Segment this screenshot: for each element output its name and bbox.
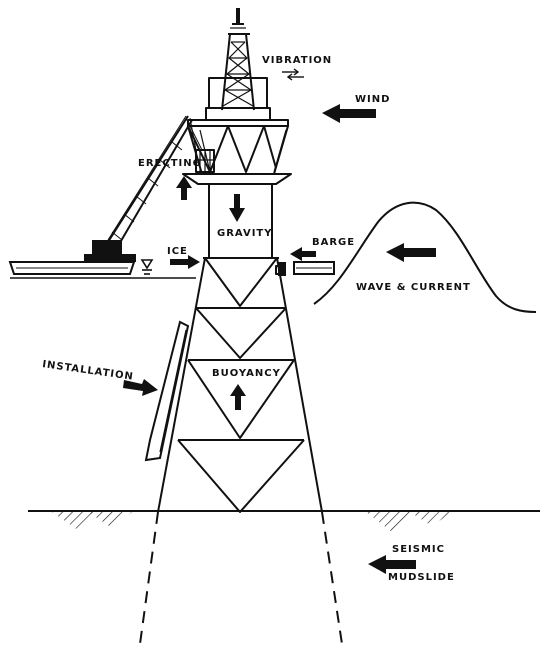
crane-barge-icon <box>8 115 203 275</box>
ice-arrow <box>170 255 200 269</box>
label-vibration: VIBRATION <box>262 55 332 66</box>
erecting-arrow <box>176 176 192 200</box>
water-level-icon <box>10 259 196 279</box>
wave-arrow <box>386 243 436 262</box>
deck-module <box>182 77 292 185</box>
label-seismic: SEISMIC <box>392 544 445 555</box>
installation-arrow <box>123 379 158 396</box>
piles <box>139 511 343 645</box>
label-mudslide: MUDSLIDE <box>388 572 455 583</box>
label-barge: BARGE <box>312 237 355 248</box>
arrow-icon <box>123 68 436 574</box>
buoyancy-arrow <box>230 384 246 410</box>
derrick-icon <box>221 8 255 111</box>
label-gravity: GRAVITY <box>217 228 273 239</box>
jacket-structure <box>157 257 323 513</box>
seismic-arrow <box>368 555 416 574</box>
barge-arrow <box>290 247 316 261</box>
label-ice: ICE <box>167 246 188 257</box>
label-wind: WIND <box>355 94 390 105</box>
tower-shaft <box>208 184 273 258</box>
label-erecting: ERECTING <box>138 158 202 169</box>
installation-barge <box>144 320 190 462</box>
wave-crest <box>313 201 537 313</box>
service-barge <box>293 261 335 275</box>
wind-arrow <box>322 104 376 123</box>
ground-hatch-icon <box>52 512 452 532</box>
label-wave-current: WAVE & CURRENT <box>356 282 471 293</box>
vibration-arrows <box>282 68 304 81</box>
label-buoyancy: BUOYANCY <box>212 368 281 379</box>
gravity-arrow <box>229 194 245 222</box>
label-installation: INSTALLATION <box>42 359 135 383</box>
